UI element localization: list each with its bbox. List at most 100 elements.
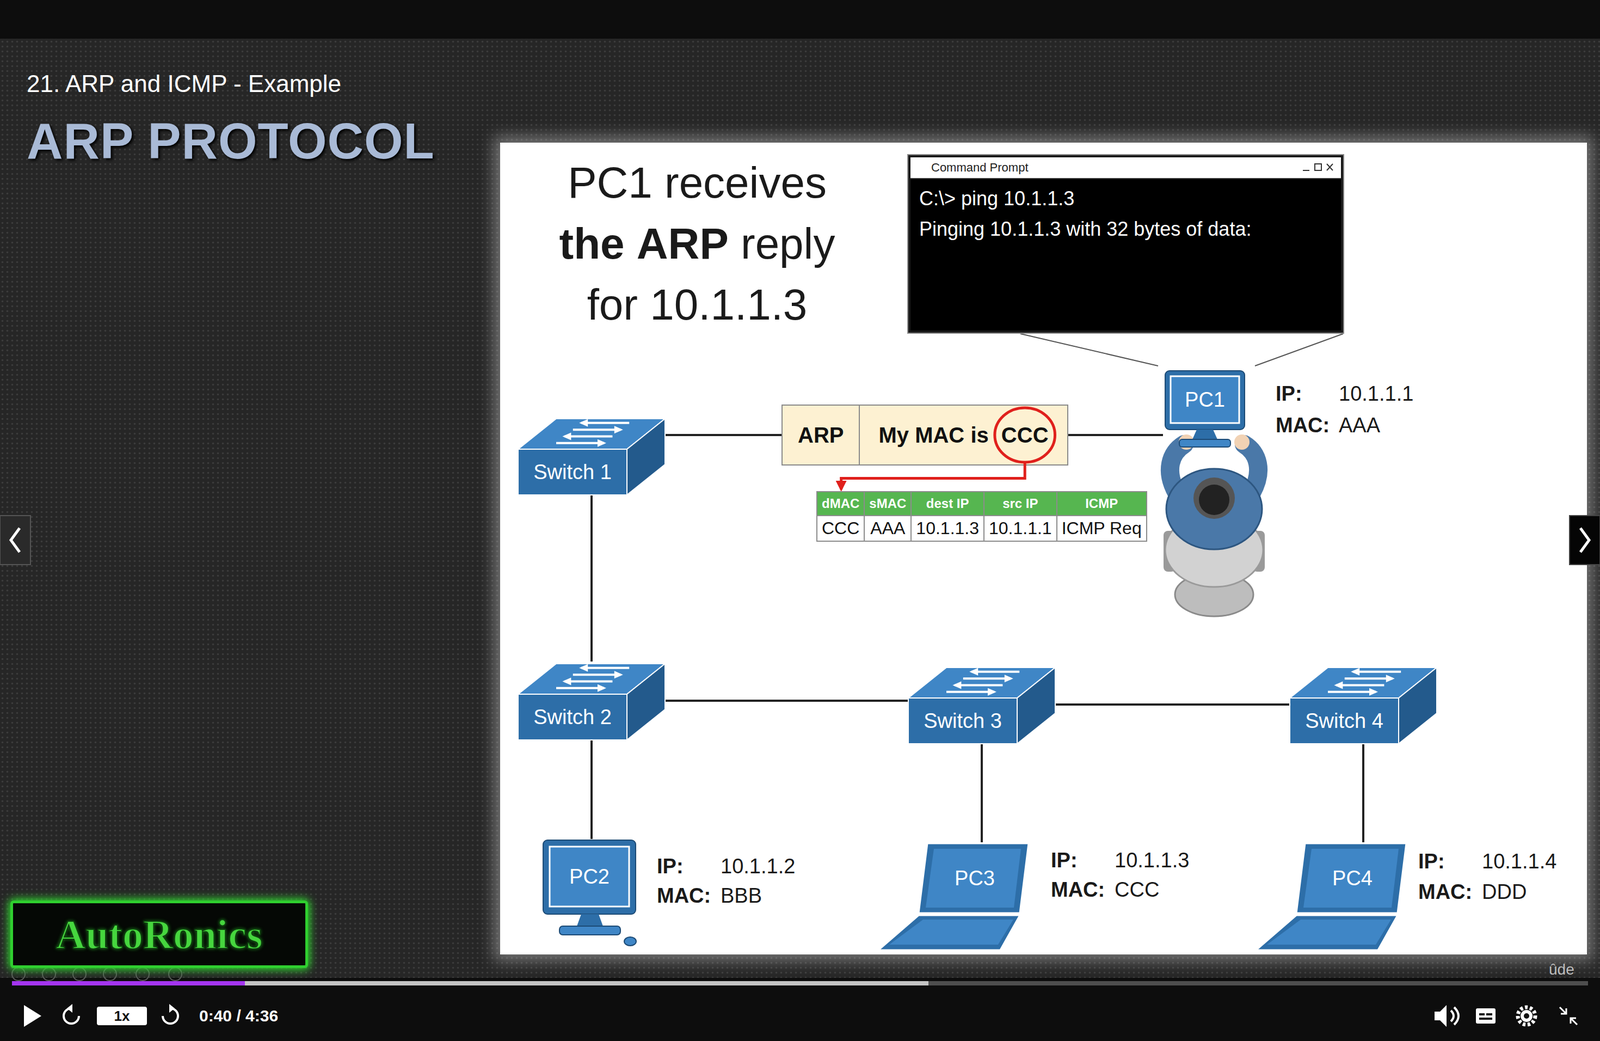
ip-address: 10.1.1.4 <box>1481 848 1557 875</box>
switch-arrow <box>556 441 605 445</box>
volume-icon <box>1450 1006 1459 1025</box>
captions-icon <box>1486 1012 1493 1015</box>
close-icon <box>1326 163 1333 171</box>
switch-label-area: Switch 3 <box>908 697 1018 744</box>
switch-front <box>908 697 1018 744</box>
switch-label: Switch 1 <box>533 460 612 484</box>
switch-arrow <box>946 690 995 693</box>
watermark: ûde <box>1548 960 1575 979</box>
slide-glow <box>493 136 1594 961</box>
playback-speed: 1x <box>96 1006 147 1025</box>
slide-caption: PC1 receives the ARP reply for 10.1.1.3 <box>544 152 850 336</box>
screen-area: PC3 <box>933 849 1016 907</box>
switch-arrow <box>1369 687 1378 696</box>
mac-key: MAC: <box>1418 879 1473 905</box>
switch-arrow <box>1386 674 1395 682</box>
title-bar: Command Prompt <box>910 157 1341 180</box>
speed-label: 1x <box>114 1007 131 1025</box>
desktop-part <box>576 913 603 926</box>
laptop-part <box>1256 914 1398 950</box>
switch-label-area: Switch 1 <box>518 448 627 495</box>
laptop-icon <box>1254 841 1408 951</box>
captions-icon <box>1479 1017 1493 1020</box>
network-link <box>980 743 983 842</box>
table-cell: ICMP Req <box>1057 515 1148 542</box>
rewind-icon <box>66 1003 73 1013</box>
network-link <box>590 739 593 839</box>
switch-arrow <box>954 683 1003 686</box>
switch-arrow <box>564 434 613 438</box>
switch-arrow <box>1352 670 1401 673</box>
switch-side <box>1017 667 1056 744</box>
settings-icon <box>1517 1006 1536 1025</box>
ip-address: 10.1.1.3 <box>1114 847 1190 873</box>
desktop-part <box>543 839 636 914</box>
mac-key: MAC: <box>1275 413 1330 439</box>
switch-arrow <box>573 428 621 431</box>
progress-buffer <box>11 980 929 986</box>
logo-text: AutoRonics <box>55 910 263 958</box>
switch-arrow <box>614 425 624 434</box>
network-link <box>665 433 782 436</box>
mac-key: MAC: <box>1050 877 1105 903</box>
network-switch: Switch 3 <box>908 665 1056 744</box>
slide-heading: ARP PROTOCOL <box>26 112 435 171</box>
ip-address: 10.1.1.1 <box>1338 381 1414 407</box>
switch-label: Switch 3 <box>923 709 1002 733</box>
nav-button <box>0 515 31 565</box>
table-cell: 10.1.1.3 <box>911 515 985 542</box>
chevron-right <box>1580 527 1590 552</box>
command-prompt-window: Command PromptC:\> ping 10.1.1.3Pinging … <box>908 155 1344 333</box>
highlight-layer <box>782 405 789 411</box>
laptop-pc: PC3 <box>877 841 1030 951</box>
switch-front <box>518 693 627 740</box>
network-link <box>590 494 593 662</box>
switch-front <box>1289 697 1399 744</box>
toolbar-icon <box>136 967 150 981</box>
volume-icon <box>1434 1004 1447 1027</box>
callout-line <box>1020 333 1159 366</box>
ip-key: IP: <box>1275 381 1303 407</box>
ip-address: 10.1.1.2 <box>720 853 796 879</box>
switch-arrow <box>963 677 1012 680</box>
switch-arrow <box>971 670 1020 673</box>
toolbar-icon <box>103 967 117 981</box>
laptop-pc: PC4 <box>1254 841 1408 951</box>
desktop-icon <box>540 838 639 948</box>
network-link <box>1362 743 1365 842</box>
person-head <box>1193 477 1235 519</box>
ip-key: IP: <box>1418 848 1445 875</box>
table-cell: CCC <box>817 515 865 542</box>
desktop-pc: PC2 <box>540 838 639 948</box>
table-cell: 10.1.1.1 <box>984 515 1058 542</box>
laptop-part <box>878 914 1020 950</box>
ip-key: IP: <box>1050 847 1078 873</box>
fullscreen-icon <box>1559 1006 1578 1025</box>
switch-label-area: Switch 2 <box>518 693 627 740</box>
play-icon <box>23 1004 42 1027</box>
window-title: Command Prompt <box>910 157 1341 178</box>
captions-icon <box>1479 1012 1485 1015</box>
mac-address: CCC <box>1114 877 1160 903</box>
maximize-icon <box>1314 163 1322 171</box>
progress-played <box>11 980 245 986</box>
window-controls <box>1298 159 1337 176</box>
switch-label: Switch 2 <box>533 705 612 729</box>
console-line: C:\> ping 10.1.1.3 <box>919 183 1333 214</box>
mac-address: AAA <box>1338 413 1381 439</box>
switch-arrow <box>556 686 605 689</box>
monitor-part <box>1192 429 1218 440</box>
console-body: C:\> ping 10.1.1.3Pinging 10.1.1.3 with … <box>910 179 1341 249</box>
laptop-part <box>1303 848 1399 908</box>
time-display: 0:40 / 4:36 <box>199 1005 279 1026</box>
switch-front <box>518 448 627 495</box>
toolbar-icon <box>11 967 26 981</box>
device-label: PC4 <box>1332 866 1373 890</box>
device-label: PC2 <box>569 864 610 889</box>
message-cell: My MAC is CCC <box>859 405 1067 465</box>
monitor-part <box>1170 376 1240 423</box>
arp-message-box: ARPMy MAC is CCC <box>781 404 1069 466</box>
laptop-part <box>925 848 1021 908</box>
table-header-cell: sMAC <box>864 491 912 516</box>
switch-arrow <box>581 421 630 424</box>
